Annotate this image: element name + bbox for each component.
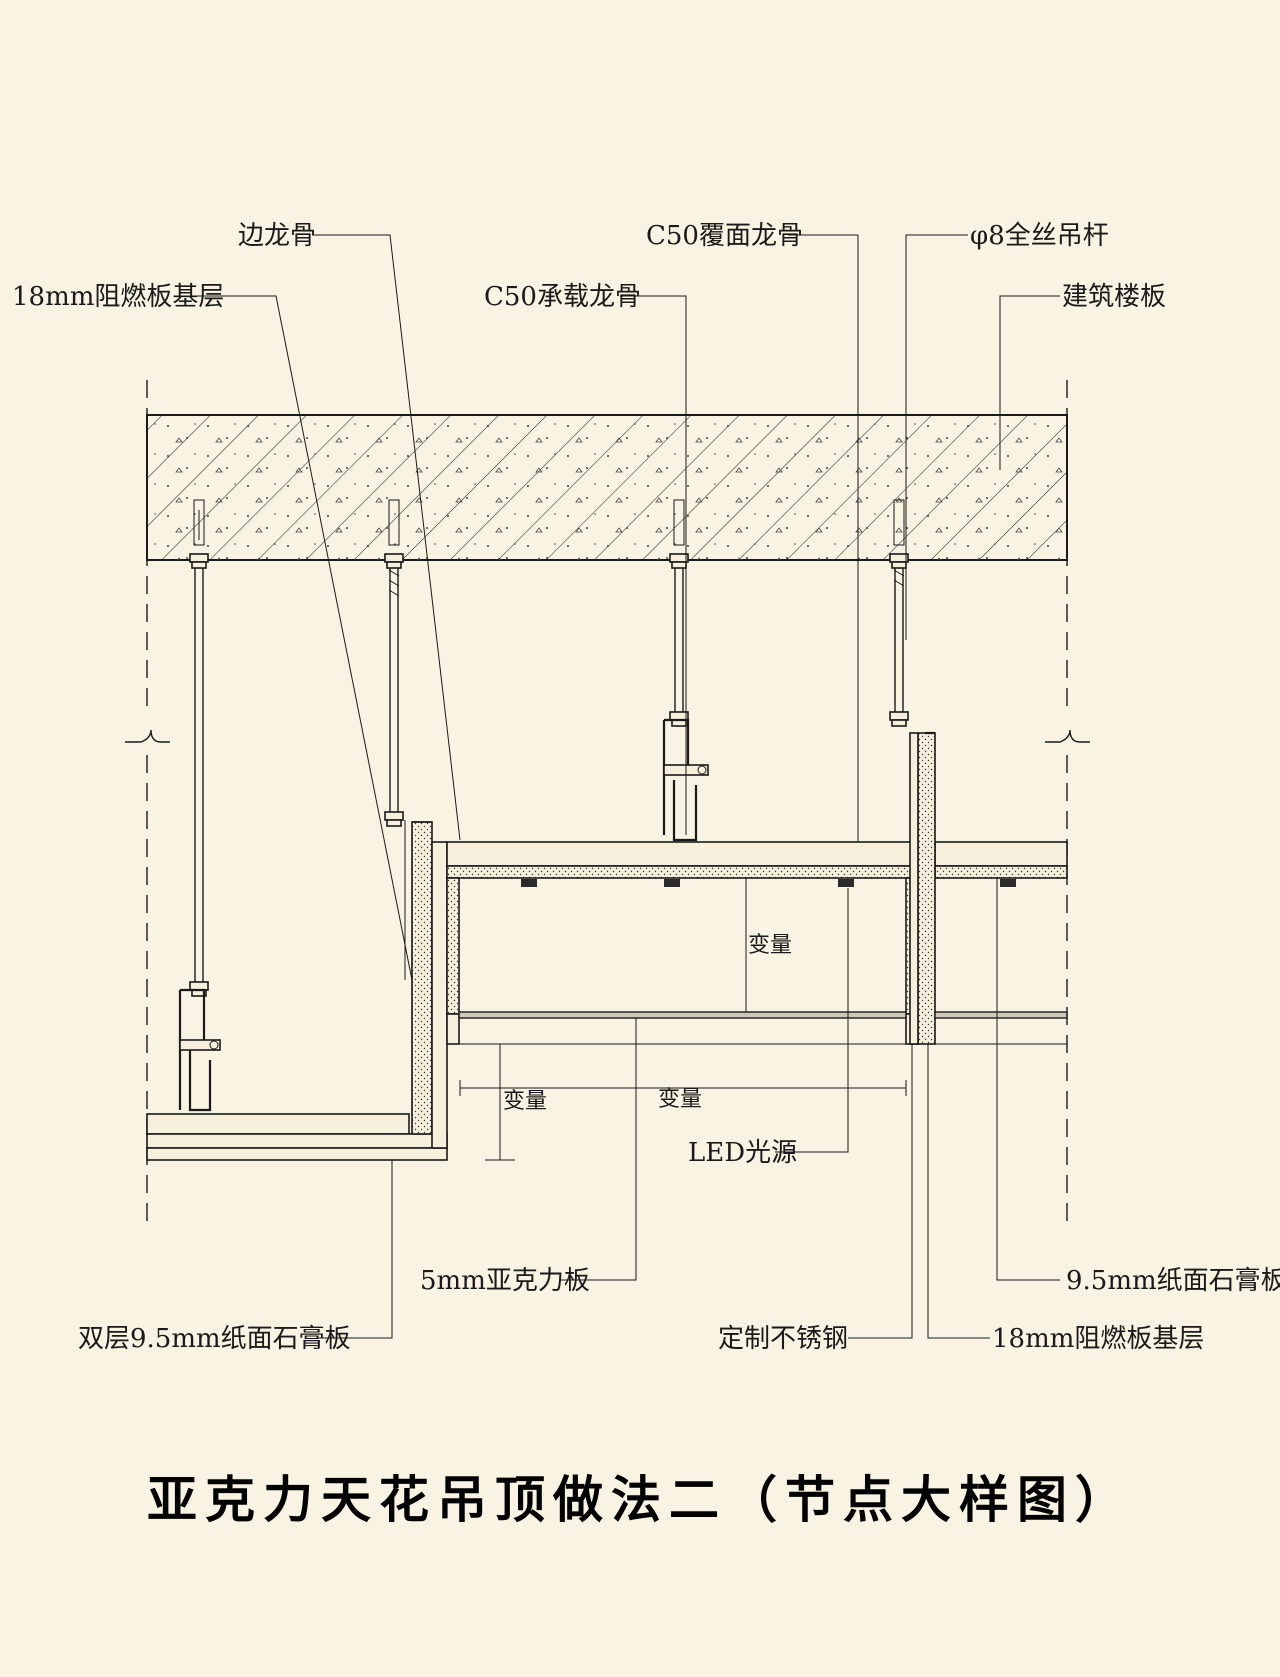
label-variable-vertical: 变量 <box>748 933 792 958</box>
leader-lines <box>192 234 1060 1339</box>
lower-left-ceiling <box>146 1113 448 1161</box>
label-custom-steel: 定制不锈钢 <box>718 1324 848 1354</box>
led-box-sides <box>446 877 919 1045</box>
upper-ceiling-board <box>446 841 1068 879</box>
hanger-rod-4 <box>889 499 909 727</box>
label-double-gypsum: 双层9.5mm纸面石膏板 <box>78 1324 351 1354</box>
label-fire-board-top: 18mm阻燃板基层 <box>12 282 224 312</box>
label-side-keel: 边龙骨 <box>238 221 316 251</box>
label-gypsum-95: 9.5mm纸面石膏板 <box>1066 1266 1280 1296</box>
label-acrylic-board: 5mm亚克力板 <box>420 1266 590 1296</box>
building-slab <box>146 414 1068 561</box>
right-vertical-panel <box>909 731 936 1045</box>
label-led-light: LED光源 <box>688 1138 797 1168</box>
led-sources <box>521 879 1016 887</box>
label-c50-bearing-keel: C50承载龙骨 <box>484 282 641 312</box>
label-building-slab: 建筑楼板 <box>1062 282 1166 312</box>
callout-labels: 边龙骨 C50覆面龙骨 φ8全丝吊杆 18mm阻燃板基层 C50承载龙骨 建筑楼… <box>12 221 1280 1354</box>
dimension-lines <box>459 878 907 1161</box>
acrylic-boards <box>458 1011 1068 1045</box>
hanger-rod-1 <box>189 499 209 997</box>
label-phi8-rod: φ8全丝吊杆 <box>970 221 1109 251</box>
label-c50-cover-keel: C50覆面龙骨 <box>646 221 803 251</box>
label-fire-board-bottom: 18mm阻燃板基层 <box>992 1324 1204 1354</box>
hanger-rod-2 <box>384 499 404 827</box>
drawing-title: 亚克力天花吊顶做法二（节点大样图） <box>147 1471 1133 1529</box>
label-variable-left: 变量 <box>503 1089 547 1114</box>
hanger-rods <box>189 499 909 997</box>
left-vertical-panel <box>404 820 448 1149</box>
label-variable-center: 变量 <box>658 1087 702 1112</box>
